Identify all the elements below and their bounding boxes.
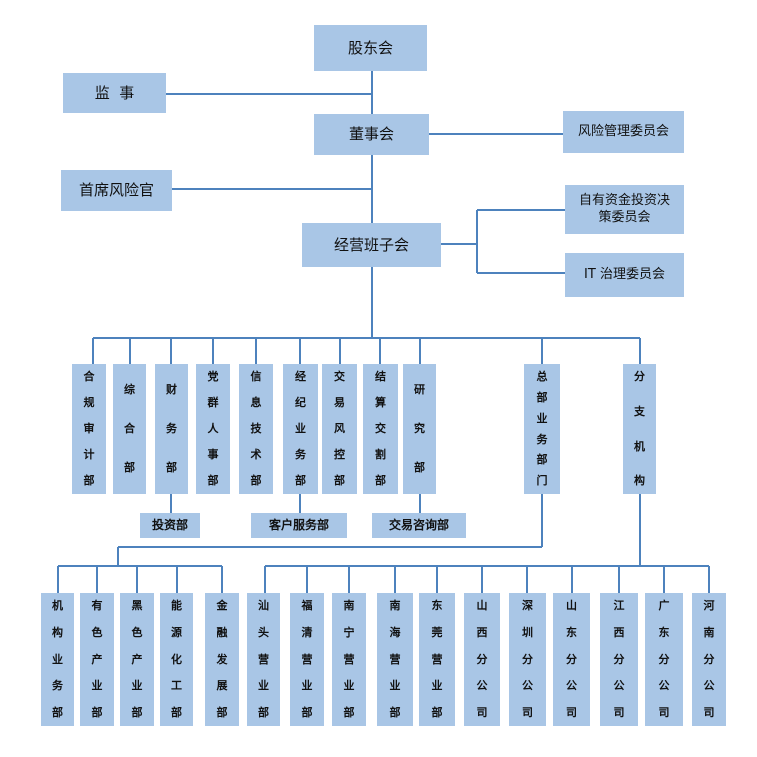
node-branch-2: 福清营业部 [290,593,324,726]
node-shareholders: 股东会 [314,25,427,71]
node-branch-7: 深圳分公司 [509,593,546,726]
node-management: 经营班子会 [302,223,441,267]
node-branch-3: 南宁营业部 [332,593,366,726]
node-invest-committee: 自有资金投资决策委员会 [565,185,684,234]
node-branch-10: 广东分公司 [645,593,683,726]
node-business-unit-2: 有色产业部 [80,593,114,726]
node-department-11: 分支机构 [623,364,656,494]
node-business-unit-4: 能源化工部 [160,593,193,726]
node-branch-11: 河南分公司 [692,593,726,726]
node-department-3: 财务部 [155,364,188,494]
node-branch-6: 山西分公司 [464,593,500,726]
node-subdept-client-service: 客户服务部 [251,513,347,538]
node-subdept-trading-consult: 交易咨询部 [372,513,466,538]
node-risk-committee: 风险管理委员会 [563,111,684,153]
node-business-unit-5: 金融发展部 [205,593,239,726]
node-department-4: 党群人事部 [196,364,230,494]
node-branch-1: 汕头营业部 [247,593,280,726]
node-department-5: 信息技术部 [239,364,273,494]
node-it-committee: IT 治理委员会 [565,253,684,297]
node-business-unit-1: 机构业务部 [41,593,74,726]
node-business-unit-3: 黑色产业部 [120,593,154,726]
node-supervisor: 监 事 [63,73,166,113]
node-department-7: 交易风控部 [322,364,357,494]
node-cro: 首席风险官 [61,170,172,211]
node-branch-5: 东莞营业部 [419,593,455,726]
node-department-10: 总部业务部门 [524,364,560,494]
node-department-2: 综合部 [113,364,146,494]
node-board: 董事会 [314,114,429,155]
node-department-8: 结算交割部 [363,364,398,494]
node-branch-9: 江西分公司 [600,593,638,726]
node-department-1: 合规审计部 [72,364,106,494]
node-branch-8: 山东分公司 [553,593,590,726]
node-subdept-invest: 投资部 [140,513,200,538]
node-branch-4: 南海营业部 [377,593,413,726]
node-department-6: 经纪业务部 [283,364,318,494]
node-department-9: 研究部 [403,364,436,494]
